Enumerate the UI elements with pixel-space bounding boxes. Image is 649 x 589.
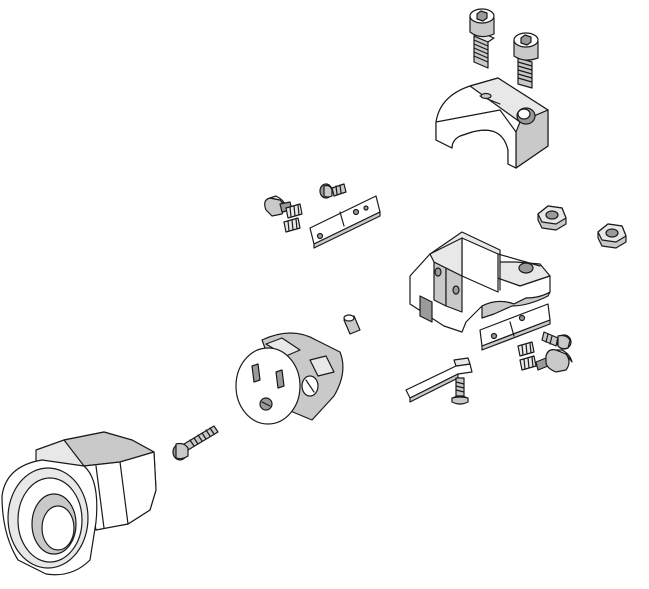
clamp-body bbox=[409, 231, 551, 333]
set-screw-upper-a bbox=[285, 203, 303, 219]
set-screw-lower-b bbox=[519, 355, 537, 371]
thumb-screw-lower bbox=[535, 349, 573, 373]
set-screw-upper-b bbox=[283, 217, 301, 233]
receptacle-insert bbox=[235, 332, 344, 425]
phillips-screw-upper bbox=[319, 183, 347, 199]
clamp-cap bbox=[435, 77, 549, 169]
terminal-strip-upper bbox=[309, 195, 381, 249]
bent-contact-strip bbox=[405, 357, 473, 403]
terminal-strip-lower bbox=[479, 303, 551, 351]
cap-screw-right bbox=[513, 32, 539, 89]
set-screw-lower-a bbox=[517, 341, 535, 357]
phillips-screw-bottom bbox=[451, 377, 469, 405]
long-machine-screw bbox=[172, 425, 219, 461]
phillips-screw-lower bbox=[541, 331, 572, 350]
hex-nut-left bbox=[537, 205, 567, 231]
cap-screw-left bbox=[469, 8, 495, 69]
dowel-pin bbox=[343, 314, 361, 335]
octagonal-housing bbox=[1, 431, 157, 576]
hex-nut-right bbox=[597, 223, 627, 249]
